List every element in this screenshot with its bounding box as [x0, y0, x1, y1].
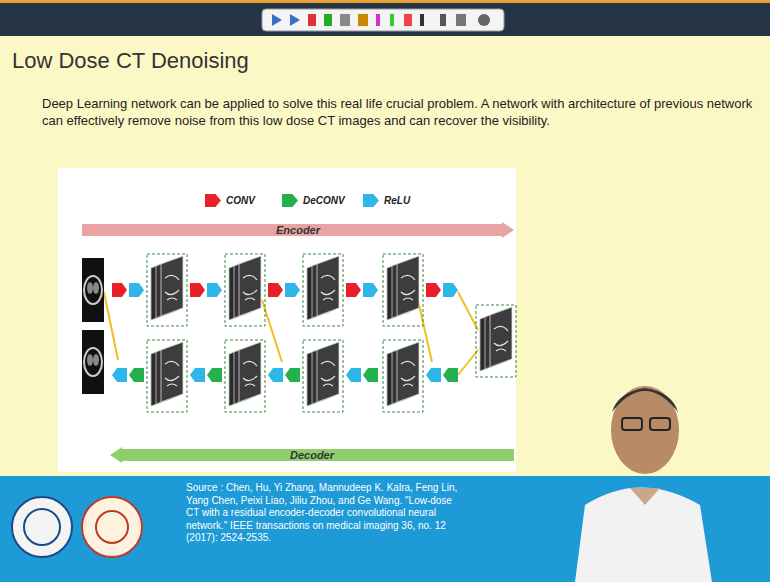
arrow-band: Encoder [82, 222, 514, 238]
legend-text: DeCONV [303, 195, 345, 206]
band-text: Decoder [110, 447, 514, 463]
legend-text: CONV [226, 195, 255, 206]
legend-text: ReLU [384, 195, 410, 206]
band-text: Encoder [82, 222, 514, 238]
arrow-band: Decoder [110, 447, 514, 463]
slide-title: Low Dose CT Denoising [12, 48, 249, 74]
intro-text: Deep Learning network can be applied to … [42, 95, 770, 129]
source-citation: Source : Chen, Hu, Yi Zhang, Mannudeep K… [186, 482, 458, 545]
